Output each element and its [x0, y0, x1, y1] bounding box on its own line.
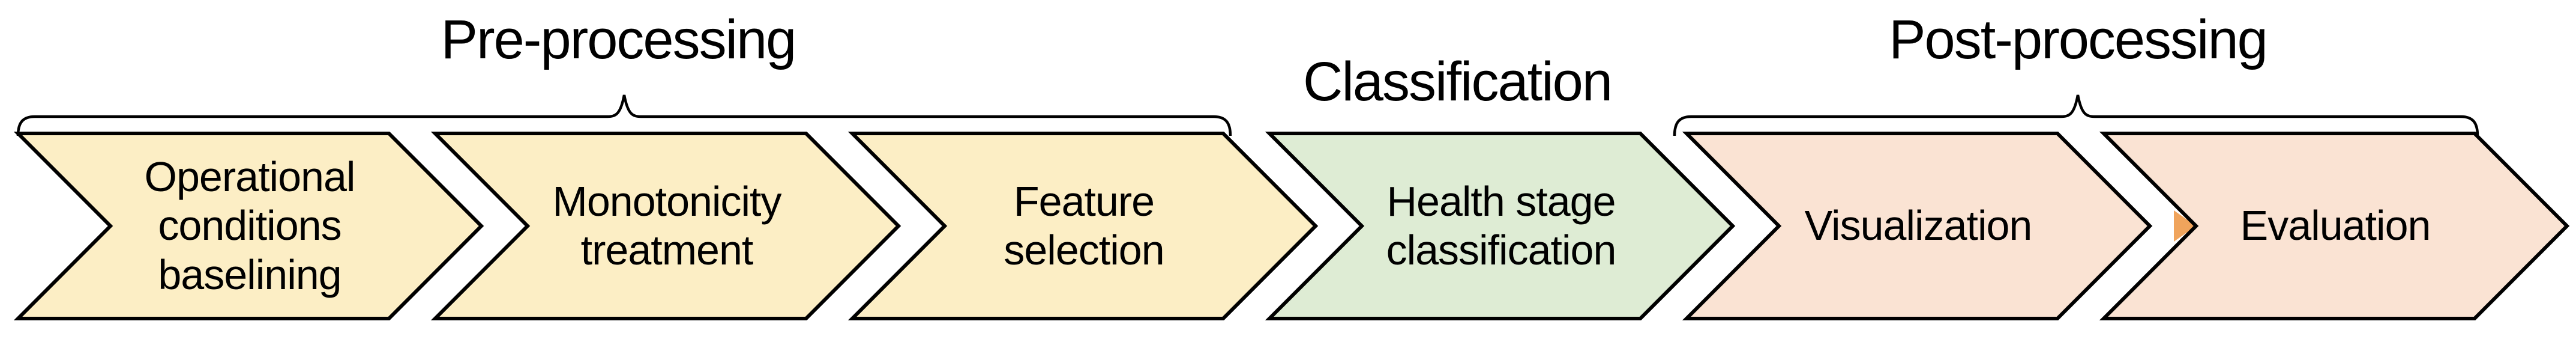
stage-label-health-stage-classification: Health stage classification	[1386, 177, 1617, 273]
group-title-classification: Classification	[1303, 51, 1613, 112]
stage-label-monotonicity-treatment: Monotonicity treatment	[552, 177, 782, 273]
brace-post-processing	[1673, 94, 2479, 136]
brace-pre-processing	[16, 94, 1232, 136]
stage-label-visualization: Visualization	[1804, 202, 2033, 249]
chevron-feature-selection	[847, 132, 1319, 320]
chevron-evaluation	[2099, 132, 2570, 320]
stage-label-operational-conditions-baselining: Operational conditions baselining	[144, 153, 356, 298]
stage-label-evaluation: Evaluation	[2240, 202, 2431, 249]
group-title-pre-processing: Pre-processing	[441, 9, 797, 70]
group-title-post-processing: Post-processing	[1889, 9, 2268, 70]
chevron-visualization	[1682, 132, 2153, 320]
chevron-monotonicity-treatment	[430, 132, 901, 320]
orange-arrow-tip	[2174, 210, 2196, 242]
chevron-operational-conditions-baselining	[13, 132, 484, 320]
stage-label-feature-selection: Feature selection	[1004, 177, 1164, 273]
chevron-health-stage-classification	[1265, 132, 1736, 320]
